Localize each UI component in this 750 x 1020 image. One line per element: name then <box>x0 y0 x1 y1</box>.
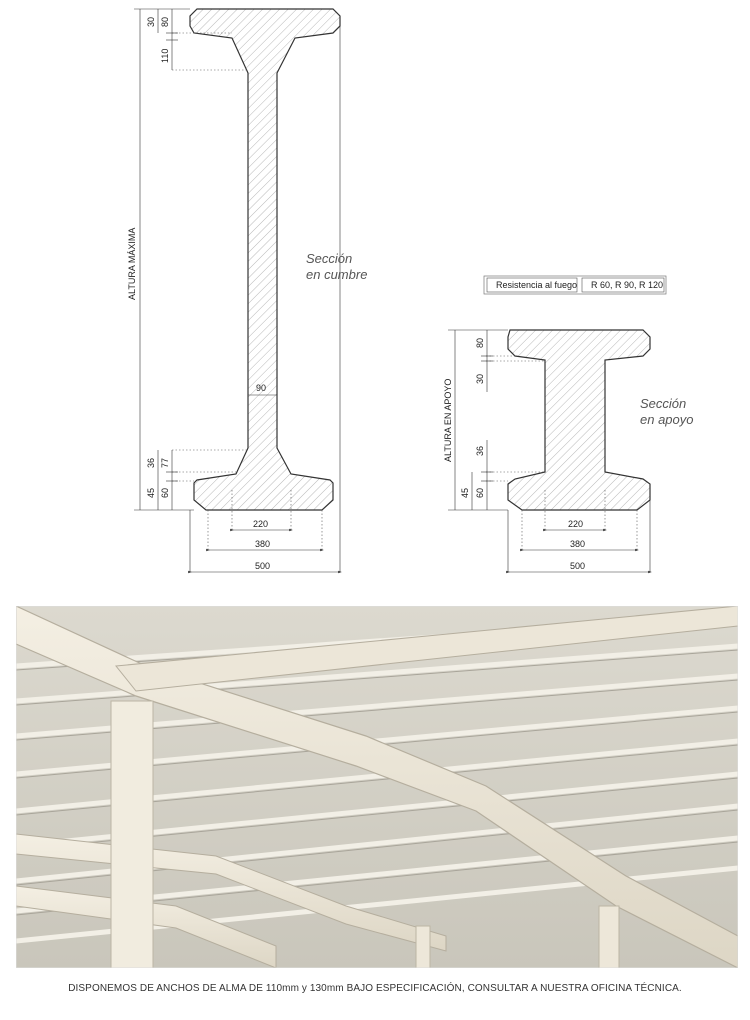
summit-width-220: 220 <box>253 519 268 529</box>
summit-dim-60: 60 <box>160 488 170 498</box>
fire-resistance-label: Resistencia al fuego <box>496 280 577 290</box>
support-title-line2: en apoyo <box>640 412 694 427</box>
support-width-500: 500 <box>570 561 585 571</box>
fire-resistance-table: Resistencia al fuego R 60, R 90, R 120 <box>483 275 667 295</box>
summit-title-line1: Sección <box>306 251 352 266</box>
support-dim-45: 45 <box>460 488 470 498</box>
summit-width-500: 500 <box>255 561 270 571</box>
summit-dim-30: 30 <box>146 17 156 27</box>
support-width-220: 220 <box>568 519 583 529</box>
summit-dim-80: 80 <box>160 17 170 27</box>
summit-title-line2: en cumbre <box>306 267 367 282</box>
support-dim-60: 60 <box>475 488 485 498</box>
summit-section: ALTURA MÁXIMA 30 80 110 90 36 77 45 60 2… <box>127 8 367 574</box>
support-title-line1: Sección <box>640 396 686 411</box>
caption: DISPONEMOS DE ANCHOS DE ALMA DE 110mm y … <box>68 983 682 994</box>
summit-dim-110: 110 <box>160 49 170 63</box>
support-height-label: ALTURA EN APOYO <box>443 379 453 462</box>
summit-dim-45: 45 <box>146 488 156 498</box>
warehouse-roof-photo <box>16 606 738 968</box>
support-section: ALTURA EN APOYO 80 30 36 45 60 220 380 5… <box>443 329 694 574</box>
summit-dim-77: 77 <box>160 458 170 468</box>
support-dim-36: 36 <box>475 446 485 456</box>
summit-dim-36: 36 <box>146 458 156 468</box>
technical-drawing: ALTURA MÁXIMA 30 80 110 90 36 77 45 60 2… <box>127 8 694 574</box>
summit-height-label: ALTURA MÁXIMA <box>127 228 137 300</box>
fire-resistance-value: R 60, R 90, R 120 <box>591 280 663 290</box>
support-beam-profile <box>507 329 651 511</box>
support-dim-80: 80 <box>475 338 485 348</box>
support-width-380: 380 <box>570 539 585 549</box>
summit-web-width: 90 <box>256 383 266 393</box>
support-dim-30: 30 <box>475 374 485 384</box>
summit-width-380: 380 <box>255 539 270 549</box>
